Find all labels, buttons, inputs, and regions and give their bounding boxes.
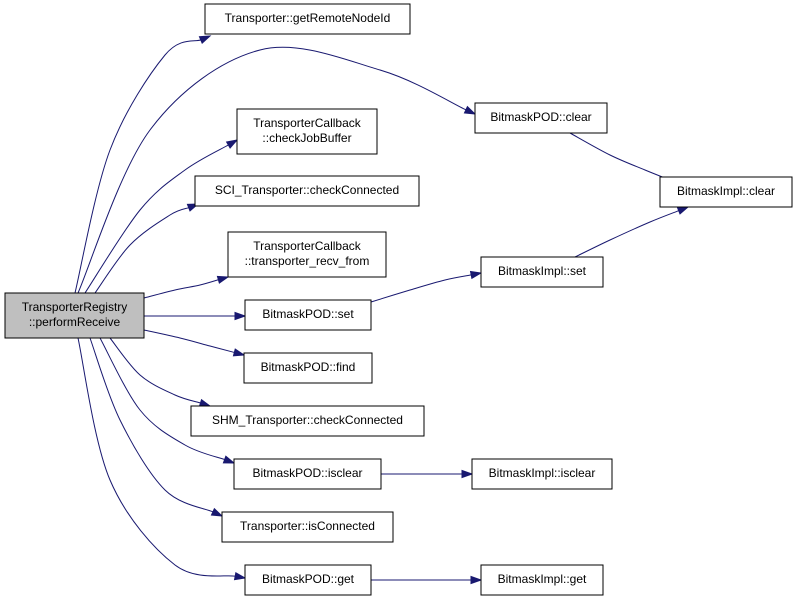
- edge-line: [109, 337, 201, 404]
- node-label: TransporterRegistry: [22, 300, 128, 314]
- node-box: [243, 352, 373, 384]
- edge-line: [89, 337, 214, 513]
- node-box: [474, 102, 608, 134]
- edge-line: [143, 329, 235, 353]
- node-sciChecked[interactable]: SCI_Transporter::checkConnected: [194, 175, 420, 207]
- arrowhead: [463, 105, 477, 115]
- edge-line: [99, 337, 225, 461]
- edge-line: [94, 207, 189, 294]
- node-biGet[interactable]: BitmaskImpl::get: [480, 564, 604, 596]
- node-box: [236, 108, 378, 155]
- node-box: [659, 176, 793, 208]
- node-label: BitmaskPOD::find: [261, 360, 356, 374]
- arrowhead: [222, 455, 236, 464]
- arrowhead: [198, 35, 212, 44]
- node-label: BitmaskImpl::isclear: [489, 466, 596, 480]
- nodes-layer: TransporterRegistry::performReceiveTrans…: [4, 3, 793, 596]
- node-bpClear[interactable]: BitmaskPOD::clear: [474, 102, 608, 134]
- node-root: TransporterRegistry::performReceive: [4, 292, 145, 339]
- arrowhead: [232, 348, 246, 357]
- edge-root-to-bpClear: [77, 46, 477, 294]
- arrowhead: [198, 398, 212, 407]
- node-label: BitmaskPOD::clear: [490, 110, 591, 124]
- arrowhead: [469, 270, 483, 280]
- node-label: TransporterCallback: [253, 116, 362, 130]
- node-box: [190, 405, 425, 437]
- node-recvFrom[interactable]: TransporterCallback::transporter_recv_fr…: [227, 231, 387, 278]
- node-bpSet[interactable]: BitmaskPOD::set: [244, 299, 372, 331]
- node-label: BitmaskImpl::get: [498, 572, 587, 586]
- edge-root-to-bpSet: [143, 311, 247, 321]
- node-box: [221, 511, 394, 543]
- arrowhead: [216, 275, 230, 284]
- edge-line: [84, 144, 229, 294]
- node-bpFind[interactable]: BitmaskPOD::find: [243, 352, 373, 384]
- node-biSet[interactable]: BitmaskImpl::set: [480, 256, 604, 288]
- edge-biSet-to-biClear: [574, 206, 690, 258]
- node-box: [4, 292, 145, 339]
- edge-root-to-getRemoteNodeId: [74, 35, 212, 294]
- edge-line: [143, 279, 219, 299]
- node-checkJobBuffer[interactable]: TransporterCallback::checkJobBuffer: [236, 108, 378, 155]
- node-label: TransporterCallback: [253, 239, 362, 253]
- arrowhead: [461, 469, 474, 479]
- node-box: [480, 256, 604, 288]
- edge-line: [77, 46, 467, 294]
- node-label: SHM_Transporter::checkConnected: [212, 413, 403, 427]
- node-box: [204, 3, 411, 35]
- node-box: [480, 564, 604, 596]
- edge-root-to-bpGet: [77, 337, 247, 581]
- arrowhead: [233, 571, 247, 581]
- node-box: [471, 458, 613, 490]
- edge-root-to-bpIsclear: [99, 337, 236, 464]
- edge-root-to-sciChecked: [94, 203, 200, 294]
- node-label: BitmaskPOD::get: [262, 572, 355, 586]
- edge-line: [569, 132, 676, 183]
- node-box: [227, 231, 387, 278]
- arrowhead: [225, 139, 239, 149]
- node-biIsclear[interactable]: BitmaskImpl::isclear: [471, 458, 613, 490]
- arrowhead: [470, 575, 483, 585]
- node-biClear[interactable]: BitmaskImpl::clear: [659, 176, 793, 208]
- edge-root-to-shmChecked: [109, 337, 212, 407]
- edge-root-to-isConnected: [89, 337, 224, 517]
- edge-root-to-recvFrom: [143, 275, 230, 299]
- edge-bpSet-to-biSet: [370, 270, 483, 303]
- arrowhead: [676, 206, 690, 215]
- edge-line: [370, 274, 472, 303]
- arrowhead: [210, 507, 224, 517]
- node-label: Transporter::getRemoteNodeId: [225, 11, 391, 25]
- edge-root-to-bpFind: [143, 329, 246, 357]
- edge-line: [77, 337, 236, 577]
- node-label: SCI_Transporter::checkConnected: [215, 183, 399, 197]
- arrowhead: [234, 311, 247, 321]
- node-bpGet[interactable]: BitmaskPOD::get: [244, 564, 372, 596]
- node-label: ::transporter_recv_from: [245, 254, 370, 268]
- node-isConnected[interactable]: Transporter::isConnected: [221, 511, 394, 543]
- node-bpIsclear[interactable]: BitmaskPOD::isclear: [233, 458, 382, 490]
- edge-root-to-checkJobBuffer: [84, 139, 239, 294]
- node-label: BitmaskPOD::set: [262, 307, 354, 321]
- node-box: [194, 175, 420, 207]
- node-getRemoteNodeId[interactable]: Transporter::getRemoteNodeId: [204, 3, 411, 35]
- edge-bpGet-to-biGet: [371, 575, 483, 585]
- node-label: BitmaskPOD::isclear: [252, 466, 362, 480]
- node-box: [244, 564, 372, 596]
- node-label: ::checkJobBuffer: [262, 131, 351, 145]
- edge-line: [74, 39, 201, 294]
- node-box: [233, 458, 382, 490]
- node-label: Transporter::isConnected: [240, 519, 375, 533]
- edge-bpIsclear-to-biIsclear: [381, 469, 474, 479]
- node-box: [244, 299, 372, 331]
- node-label: BitmaskImpl::set: [498, 264, 587, 278]
- node-label: ::performReceive: [29, 315, 121, 329]
- node-shmChecked[interactable]: SHM_Transporter::checkConnected: [190, 405, 425, 437]
- node-label: BitmaskImpl::clear: [677, 184, 775, 198]
- edge-line: [574, 210, 679, 258]
